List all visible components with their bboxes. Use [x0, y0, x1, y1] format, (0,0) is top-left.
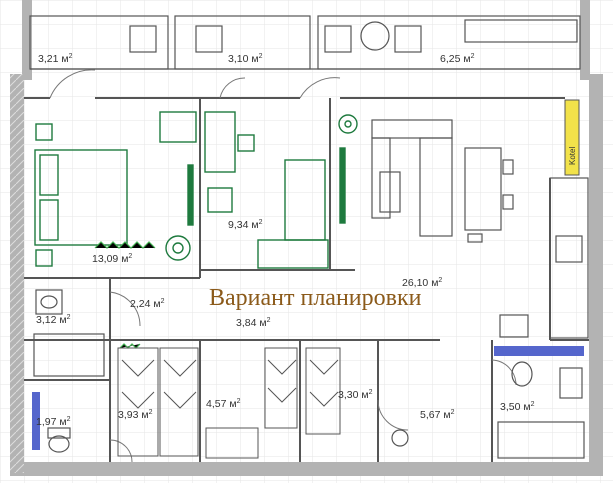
- area-label: 3,10 м2: [228, 53, 263, 65]
- plant-decor: [94, 241, 156, 349]
- wardrobes: [117, 347, 341, 459]
- plant: [165, 235, 191, 261]
- sink-kitchen: [499, 314, 529, 338]
- area-label: 13,09 м2: [92, 253, 132, 265]
- desk: [159, 111, 197, 143]
- bedroom-furniture: [34, 111, 197, 267]
- living-furniture: [371, 119, 589, 339]
- study-chair: [237, 134, 255, 152]
- study-desk: [204, 111, 236, 173]
- shower: [33, 333, 105, 377]
- sofa: [371, 119, 453, 139]
- area-label: 6,25 м2: [440, 53, 475, 65]
- washbasin-2: [559, 367, 583, 399]
- stove: [555, 235, 583, 263]
- area-label: 4,57 м2: [206, 398, 241, 410]
- coffee-table: [379, 171, 401, 213]
- area-label: 3,30 м2: [338, 389, 373, 401]
- area-label: 5,67 м2: [420, 409, 455, 421]
- door-swings: [49, 69, 517, 463]
- balcony-furniture: [129, 19, 578, 53]
- area-label: 3,93 м2: [118, 409, 153, 421]
- bathtub: [497, 421, 585, 459]
- armchair: [207, 187, 233, 213]
- study-tv: [339, 147, 346, 224]
- area-label: 3,84 м2: [236, 317, 271, 329]
- bed: [34, 149, 128, 246]
- area-label: 26,10 м2: [402, 277, 442, 289]
- plan-title: Вариант планировки: [209, 285, 422, 311]
- toilet-tank: [47, 427, 71, 439]
- sofa-study: [257, 239, 329, 269]
- area-labels: 3,21 м2 3,10 м2 6,25 м2 13,09 м2 9,34 м2 26,1…: [36, 53, 535, 428]
- area-label: 3,12 м2: [36, 314, 71, 326]
- kotel-label: Kotel: [568, 147, 577, 165]
- toilet: [48, 435, 70, 453]
- area-label: 3,21 м2: [38, 53, 73, 65]
- area-label: 9,34 м2: [228, 219, 263, 231]
- kotel-box: [564, 99, 580, 176]
- dining-table: [464, 147, 502, 231]
- area-label: 1,97 м2: [36, 416, 71, 428]
- bedroom-tv: [187, 164, 194, 226]
- bathroom-fixtures: [33, 289, 585, 459]
- drain: [391, 429, 409, 447]
- blue-strips: [32, 346, 584, 450]
- washbasin: [35, 289, 63, 315]
- nightstand: [35, 123, 53, 141]
- nightstand: [35, 249, 53, 267]
- living-plant: [338, 114, 358, 134]
- area-label: 2,24 м2: [130, 298, 165, 310]
- kitchen-unit: [549, 177, 589, 339]
- balcony-frames: [29, 15, 581, 70]
- area-label: 3,50 м2: [500, 401, 535, 413]
- toilet-2: [511, 361, 533, 387]
- study-furniture: [204, 111, 346, 269]
